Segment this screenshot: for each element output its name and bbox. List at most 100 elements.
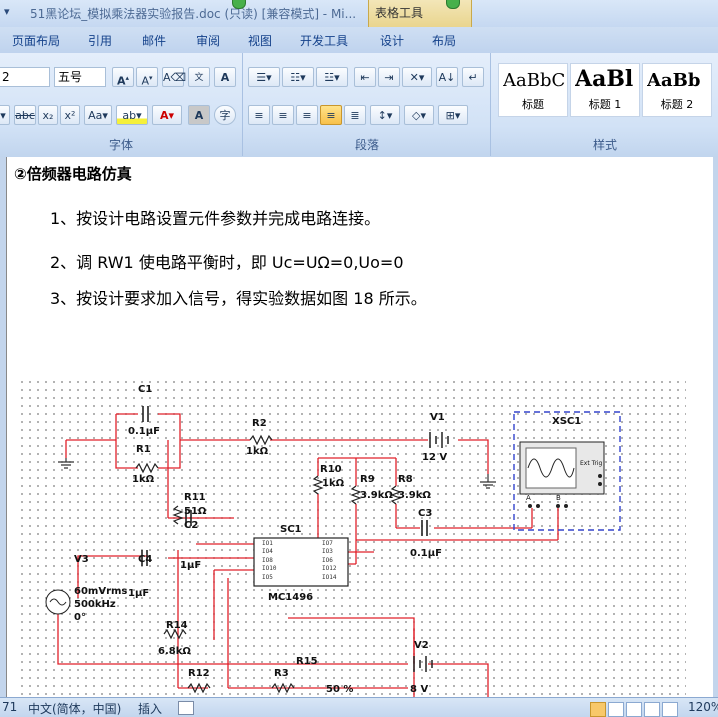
tab-view[interactable]: 视图 (248, 34, 273, 48)
shading-icon[interactable]: ◇▾ (404, 105, 434, 125)
style-title[interactable]: AaBbC 标题 (498, 63, 568, 117)
borders-icon[interactable]: ⊞▾ (438, 105, 468, 125)
font-size-box[interactable]: 2 (0, 67, 50, 87)
v3-value: 60mVrms (74, 586, 128, 597)
style-heading2[interactable]: AaBb 标题 2 (642, 63, 712, 117)
v2-ref: V2 (414, 640, 429, 651)
tab-design[interactable]: 设计 (380, 34, 405, 48)
line-spacing-icon[interactable]: ↕▾ (370, 105, 400, 125)
decrease-indent-icon[interactable]: ⇤ (354, 67, 376, 87)
font-size-name-box[interactable]: 五号 (54, 67, 106, 87)
left-gutter (0, 157, 6, 697)
r10-value: 1kΩ (322, 478, 345, 489)
v1-ref: V1 (430, 412, 445, 423)
r2-value: 1kΩ (246, 446, 269, 457)
char-shading-icon[interactable]: A (188, 105, 210, 125)
r8-ref: R8 (398, 474, 413, 485)
c4-value: 1μF (128, 588, 150, 599)
distributed-icon[interactable]: ≣ (344, 105, 366, 125)
tab-references[interactable]: 引用 (88, 34, 113, 48)
r1-ref: R1 (136, 444, 151, 455)
grow-font-icon[interactable]: A▴ (112, 67, 134, 88)
web-layout-view-icon[interactable] (626, 702, 642, 717)
change-case-icon[interactable]: Aa▾ (84, 105, 112, 125)
quick-access-dropdown[interactable]: ▾ (4, 5, 10, 18)
r3-ref: R3 (274, 668, 289, 679)
chinese-layout-icon[interactable]: ✕▾ (402, 67, 432, 87)
macro-record-icon[interactable] (178, 701, 194, 715)
underline-dropdown-icon[interactable]: ▾ (0, 105, 10, 125)
subscript-icon[interactable]: x₂ (38, 105, 58, 125)
c1-value: 0.1μF (128, 426, 160, 437)
draft-view-icon[interactable] (662, 702, 678, 717)
enclose-char-icon[interactable]: 字 (214, 105, 236, 125)
ribbon-tabs: 页面布局 引用 邮件 审阅 视图 开发工具 设计 布局 (0, 27, 718, 54)
step-2: 2、调 RW1 使电路平衡时，即 Uc=UΩ=0,Uo=0 (50, 253, 404, 272)
c4-ref: C4 (138, 554, 153, 565)
page-indicator[interactable]: 71 (2, 700, 18, 714)
mc1496-chip (253, 537, 349, 587)
full-screen-view-icon[interactable] (608, 702, 624, 717)
style-name: 标题 1 (588, 98, 622, 111)
increase-indent-icon[interactable]: ⇥ (378, 67, 400, 87)
tab-review[interactable]: 审阅 (196, 34, 221, 48)
align-left-icon[interactable]: ≡ (248, 105, 270, 125)
page-edge (6, 157, 7, 697)
battery-icon (413, 432, 449, 672)
title-bar: ▾ 51黑论坛_模拟乘法器实验报告.doc (只读) [兼容模式] - Mi..… (0, 0, 718, 27)
document-area[interactable]: ②倍频器电路仿真 1、按设计电路设置元件参数并完成电路连接。 2、调 RW1 使… (0, 157, 718, 697)
print-layout-view-icon[interactable] (590, 702, 606, 717)
bullets-icon[interactable]: ☰▾ (248, 67, 280, 87)
show-marks-icon[interactable]: ↵ (462, 67, 484, 87)
zoom-level[interactable]: 120% (688, 700, 718, 714)
numbering-icon[interactable]: ☷▾ (282, 67, 314, 87)
r2-ref: R2 (252, 418, 267, 429)
paragraph-group-label: 段落 (354, 138, 379, 152)
sc1-value: MC1496 (268, 592, 314, 603)
tab-layout[interactable]: 布局 (432, 34, 457, 48)
step-1: 1、按设计电路设置元件参数并完成电路连接。 (50, 209, 381, 228)
r14-ref: R14 (166, 620, 188, 631)
c3-value: 0.1μF (410, 548, 442, 559)
tab-developer[interactable]: 开发工具 (300, 34, 349, 48)
highlight-color-icon[interactable]: ab▾ (116, 105, 148, 125)
shrink-font-icon[interactable]: A▾ (136, 67, 158, 88)
c3-ref: C3 (418, 508, 433, 519)
align-right-icon[interactable]: ≡ (296, 105, 318, 125)
outline-view-icon[interactable] (644, 702, 660, 717)
sort-icon[interactable]: A↓ (436, 67, 458, 87)
char-border-icon[interactable]: A (214, 67, 236, 87)
clear-format-icon[interactable]: A⌫ (162, 67, 186, 87)
styles-group: AaBbC 标题 AaBl 标题 1 AaBb 标题 2 样式 (492, 53, 718, 156)
v3-frequency: 500kHz (74, 599, 116, 610)
sc1-ref: SC1 (280, 524, 302, 535)
tab-mailings[interactable]: 邮件 (142, 34, 167, 48)
strikethrough-icon[interactable]: abc (14, 105, 36, 125)
r12-ref: R12 (188, 668, 210, 679)
paragraph-group: ☰▾ ☷▾ ☳▾ ⇤ ⇥ ✕▾ A↓ ↵ ≡ ≡ ≡ ≡ ≣ ↕▾ ◇▾ ⊞▾ … (244, 53, 491, 156)
font-color-icon[interactable]: A▾ (152, 105, 182, 125)
multilevel-list-icon[interactable]: ☳▾ (316, 67, 348, 87)
scope-ext-trig: Ext Trig (580, 460, 603, 467)
styles-group-label: 样式 (592, 138, 617, 152)
align-center-icon[interactable]: ≡ (272, 105, 294, 125)
scope-channel-b: B (556, 494, 561, 502)
tab-page-layout[interactable]: 页面布局 (12, 34, 61, 48)
language-indicator[interactable]: 中文(简体，中国) (28, 702, 122, 716)
r11-ref: R11 (184, 492, 206, 503)
c2-ref: C2 (184, 520, 199, 531)
r15-value: 50 % (326, 684, 354, 695)
r1-value: 1kΩ (132, 474, 155, 485)
style-sample: AaBb (647, 70, 701, 91)
v3-ref: V3 (74, 554, 89, 565)
phonetic-guide-icon[interactable]: 文 (188, 67, 210, 87)
superscript-icon[interactable]: x² (60, 105, 80, 125)
insert-mode-indicator[interactable]: 插入 (138, 702, 163, 716)
scope-channel-a: A (526, 494, 531, 502)
justify-icon[interactable]: ≡ (320, 105, 342, 125)
style-heading1[interactable]: AaBl 标题 1 (570, 63, 640, 117)
r8-value: 3.9kΩ (398, 490, 431, 501)
r11-value: 51Ω (184, 506, 207, 517)
